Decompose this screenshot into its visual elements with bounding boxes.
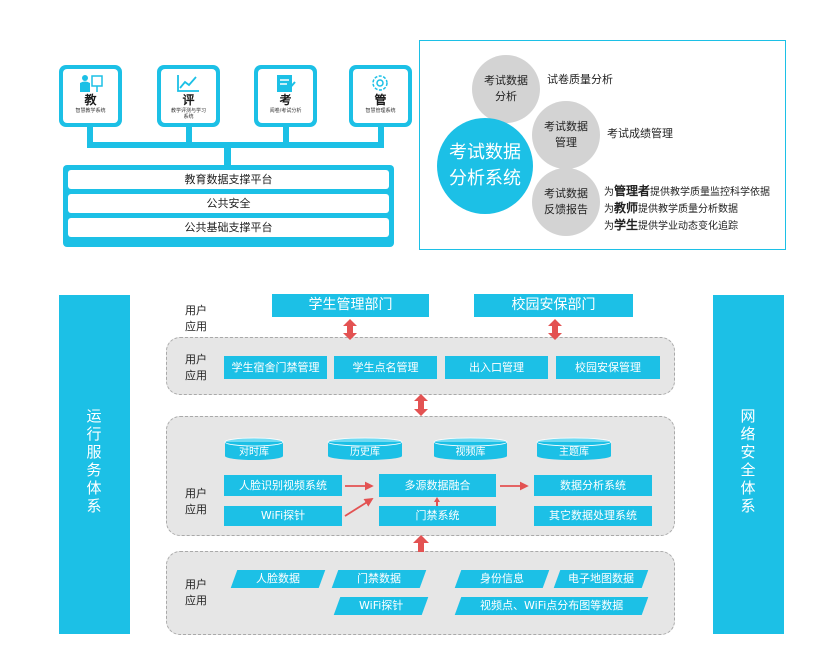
system-char: 评 — [182, 93, 195, 107]
left-column-char: 体 — [86, 479, 103, 497]
system-char: 考 — [279, 93, 292, 107]
app-roll-call: 学生点名管理 — [334, 356, 437, 379]
left-column-char: 运 — [86, 407, 103, 425]
system-char: 教 — [84, 93, 97, 107]
system-card-evaluation: 评 教学评测与学习 系统 — [157, 65, 220, 127]
connector-line — [378, 127, 384, 143]
up-arrow — [413, 535, 429, 552]
exam-center-node: 考试数据 分析系统 — [437, 118, 533, 214]
teacher-icon — [80, 75, 103, 92]
exam-node-management: 考试数据 管理 — [532, 101, 600, 169]
left-column-char: 服 — [86, 443, 103, 461]
exam-label-score-management: 考试成绩管理 — [607, 127, 673, 140]
chart-icon — [177, 75, 199, 92]
right-column-char: 系 — [740, 497, 757, 515]
analysis-box: 数据分析系统 — [534, 475, 652, 496]
database-label: 对时库 — [239, 447, 269, 458]
user-app-label: 用户 应用 — [185, 304, 207, 333]
right-column-char: 络 — [740, 425, 757, 443]
platform-layer: 公共安全 — [68, 194, 389, 213]
app-dorm-access: 学生宿舍门禁管理 — [224, 356, 327, 379]
database-icon — [327, 437, 403, 460]
app-entrance-exit: 出入口管理 — [445, 356, 548, 379]
database-icon — [433, 437, 508, 460]
dept-campus-security: 校园安保部门 — [474, 294, 633, 317]
source-wifi-probe: WiFi探针 — [224, 506, 342, 526]
user-app-label: 用户 应用 — [185, 353, 207, 382]
arrow-diagonal — [344, 498, 374, 517]
feedback-line-teachers: 为教师提供教学质量分析数据 — [604, 201, 739, 215]
exam-analysis-panel — [419, 40, 786, 250]
left-column-char: 务 — [86, 461, 103, 479]
fusion-box: 多源数据融合 — [379, 474, 496, 497]
left-column-operation-service: 运 行 服 务 体 系 — [59, 295, 130, 634]
right-column-char: 体 — [740, 479, 757, 497]
gear-icon — [372, 75, 388, 91]
user-app-label: 用户 应用 — [185, 578, 207, 607]
system-subtitle: 智慧教学系统 — [75, 108, 106, 114]
feedback-line-students: 为学生提供学业动态变化追踪 — [604, 218, 739, 232]
exam-paper-icon — [277, 75, 296, 92]
exam-node-feedback: 考试数据 反馈报告 — [532, 168, 600, 236]
user-app-label: 用户 应用 — [185, 487, 207, 516]
source-face-video: 人脸识别视频系统 — [224, 475, 342, 496]
small-up-arrow — [434, 497, 440, 506]
database-icon — [536, 437, 612, 460]
database-icon — [224, 437, 284, 460]
system-char: 管 — [374, 93, 387, 107]
system-card-teaching: 教 智慧教学系统 — [59, 65, 122, 127]
connector-line — [224, 147, 231, 166]
database-label: 视频库 — [455, 447, 486, 458]
system-subtitle: 阅卷/考试分析 — [269, 108, 302, 114]
feedback-line-managers: 为管理者提供教学质量监控科学依据 — [604, 184, 771, 198]
right-column-char: 网 — [740, 407, 757, 425]
left-column-char: 行 — [86, 425, 103, 443]
connector-line — [283, 127, 289, 143]
exam-label-paper-quality: 试卷质量分析 — [547, 73, 613, 86]
connector-line — [186, 127, 192, 143]
database-label: 历史库 — [350, 447, 380, 458]
platform-layer: 公共基础支撑平台 — [68, 218, 389, 237]
system-card-exam: 考 阅卷/考试分析 — [254, 65, 317, 127]
platform-stack: 教育数据支撑平台 公共安全 公共基础支撑平台 — [63, 165, 394, 247]
app-campus-security: 校园安保管理 — [556, 356, 660, 379]
system-card-management: 管 智慧管理系统 — [349, 65, 412, 127]
double-arrow — [343, 319, 562, 416]
database-label: 主题库 — [559, 447, 589, 458]
exam-node-analysis: 考试数据 分析 — [472, 55, 540, 123]
right-column-char: 安 — [740, 443, 757, 461]
other-processing-box: 其它数据处理系统 — [534, 506, 652, 526]
platform-layer: 教育数据支撑平台 — [68, 170, 389, 189]
right-column-char: 全 — [740, 461, 757, 479]
left-column-char: 系 — [86, 497, 103, 515]
connector-line — [87, 127, 93, 143]
right-column-network-security: 网 络 安 全 体 系 — [713, 295, 784, 634]
connector-bus — [87, 142, 384, 148]
system-subtitle: 智慧管理系统 — [365, 108, 396, 114]
dept-student-management: 学生管理部门 — [272, 294, 429, 317]
system-subtitle: 教学评测与学习 系统 — [170, 108, 206, 120]
access-control-box: 门禁系统 — [379, 506, 496, 526]
